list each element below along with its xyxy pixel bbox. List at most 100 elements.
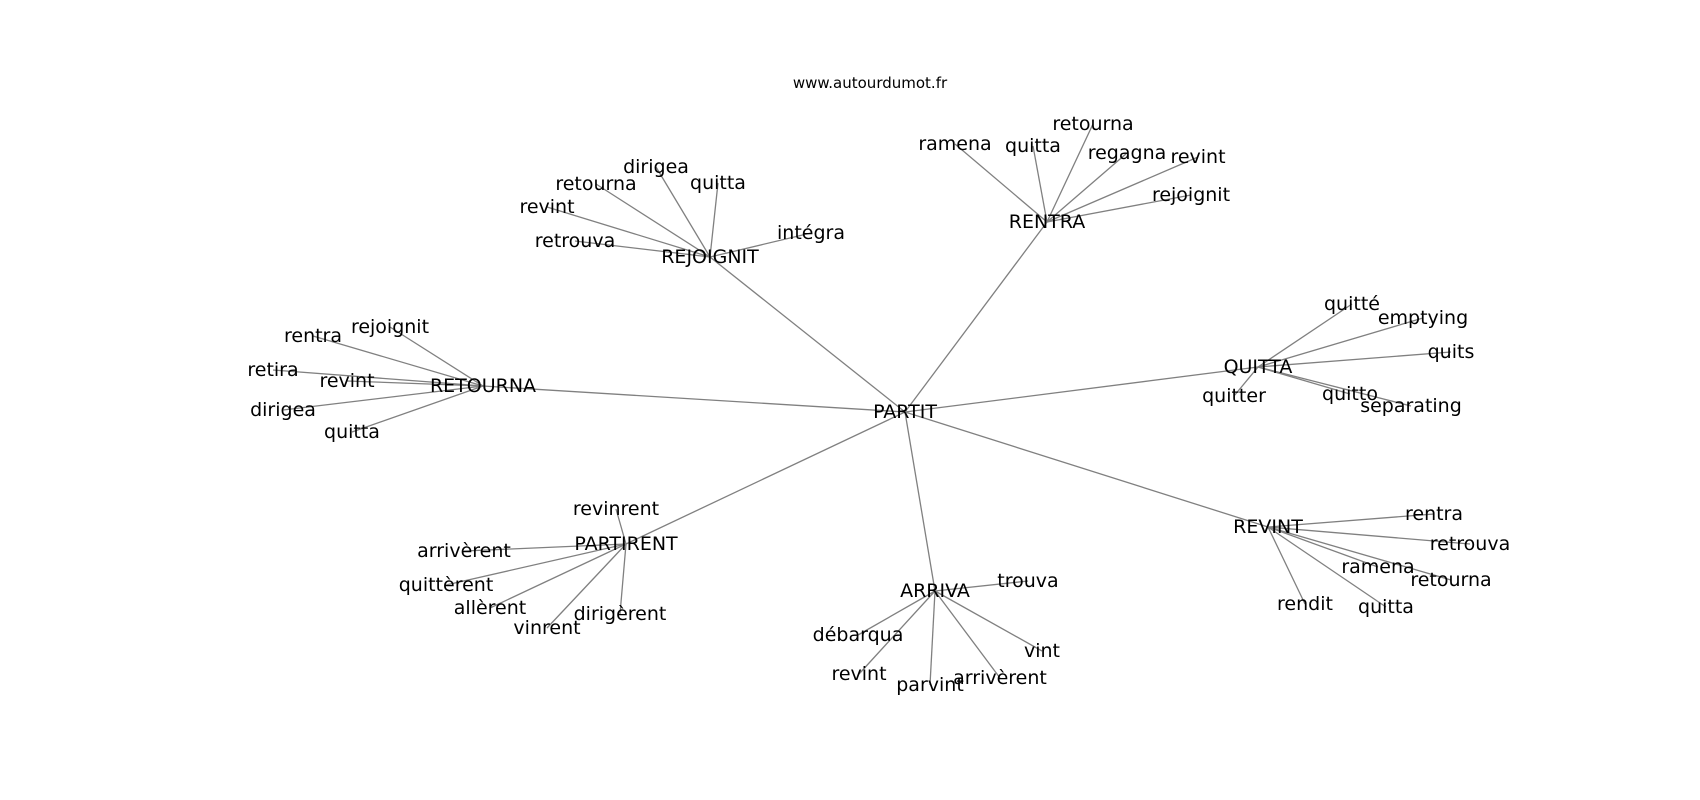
edge-hub-to-leaf bbox=[857, 590, 936, 636]
edge-hub-to-leaf bbox=[546, 543, 627, 629]
leaf-node[interactable]: trouva bbox=[997, 570, 1058, 592]
hub-node[interactable]: PARTIRENT bbox=[574, 533, 678, 555]
edge-hub-to-leaf bbox=[934, 580, 1029, 592]
leaf-node[interactable]: débarqua bbox=[813, 624, 904, 646]
edge-hub-to-leaf bbox=[489, 543, 627, 609]
leaf-node[interactable]: quitta bbox=[690, 172, 746, 194]
leaf-node[interactable]: quits bbox=[1428, 341, 1475, 363]
edge-hub-to-leaf bbox=[546, 206, 711, 258]
source-url: www.autourdumot.fr bbox=[793, 74, 948, 92]
leaf-node[interactable]: quittèrent bbox=[399, 574, 494, 596]
leaf-node[interactable]: ramena bbox=[1341, 556, 1414, 578]
edge-hub-to-leaf bbox=[1257, 317, 1424, 368]
leaf-node[interactable]: revint bbox=[319, 370, 374, 392]
edge-hub-to-leaf bbox=[1267, 513, 1435, 528]
edge-hub-to-leaf bbox=[1046, 194, 1192, 223]
leaf-node[interactable]: retira bbox=[247, 359, 298, 381]
leaf-node[interactable]: separating bbox=[1360, 395, 1462, 417]
edge-hub-to-leaf bbox=[1046, 156, 1199, 223]
edge-hub-to-leaf bbox=[1267, 526, 1452, 581]
leaf-node[interactable]: quitta bbox=[1358, 596, 1414, 618]
leaf-node[interactable]: regagna bbox=[1088, 142, 1167, 164]
edge-hub-to-leaf bbox=[655, 166, 711, 258]
edge-hub-to-leaf bbox=[954, 143, 1048, 223]
edge-hub-to-leaf bbox=[709, 232, 812, 258]
edge-hub-to-leaf bbox=[1046, 123, 1094, 223]
leaf-node[interactable]: arrivèrent bbox=[953, 667, 1047, 689]
leaf-node[interactable]: revint bbox=[831, 663, 886, 685]
graph-edges bbox=[272, 123, 1471, 686]
edge-center-to-hub bbox=[904, 366, 1259, 413]
edge-hub-to-leaf bbox=[389, 326, 484, 387]
hub-node[interactable]: RENTRA bbox=[1009, 211, 1085, 233]
edge-center-to-hub bbox=[709, 256, 906, 413]
leaf-node[interactable]: quitta bbox=[324, 421, 380, 443]
leaf-node[interactable]: allèrent bbox=[454, 597, 526, 619]
leaf-node[interactable]: retourna bbox=[1052, 113, 1133, 135]
edge-hub-to-leaf bbox=[858, 590, 936, 675]
edge-hub-to-leaf bbox=[272, 369, 484, 387]
edge-hub-to-leaf bbox=[619, 543, 627, 615]
center-node[interactable]: PARTIT bbox=[873, 401, 937, 423]
leaf-node[interactable]: quitto bbox=[1322, 383, 1378, 405]
edge-hub-to-leaf bbox=[346, 380, 484, 387]
leaf-node[interactable]: revinrent bbox=[573, 498, 659, 520]
edge-hub-to-leaf bbox=[574, 240, 711, 258]
hub-node[interactable]: QUITTA bbox=[1224, 356, 1293, 378]
edge-hub-to-leaf bbox=[1257, 366, 1412, 407]
edge-hub-to-leaf bbox=[463, 543, 627, 552]
hub-node[interactable]: ARRIVA bbox=[900, 580, 970, 602]
leaf-node[interactable]: quitter bbox=[1202, 385, 1266, 407]
edge-hub-to-leaf bbox=[709, 182, 719, 258]
leaf-node[interactable]: dirigea bbox=[623, 156, 689, 178]
leaf-node[interactable]: vint bbox=[1024, 640, 1060, 662]
leaf-node[interactable]: emptying bbox=[1378, 307, 1468, 329]
hub-node[interactable]: REJOIGNIT bbox=[661, 246, 759, 268]
hub-node[interactable]: REVINT bbox=[1233, 516, 1303, 538]
edge-center-to-hub bbox=[904, 221, 1048, 413]
leaf-node[interactable]: retourna bbox=[1410, 569, 1491, 591]
edge-hub-to-leaf bbox=[1267, 526, 1379, 568]
edge-hub-to-leaf bbox=[929, 590, 936, 686]
edge-center-to-hub bbox=[482, 385, 906, 413]
leaf-node[interactable]: quitta bbox=[1005, 135, 1061, 157]
leaf-node[interactable]: vinrent bbox=[513, 617, 580, 639]
edge-hub-to-leaf bbox=[351, 385, 484, 433]
leaf-node[interactable]: quitté bbox=[1324, 293, 1380, 315]
leaf-node[interactable]: rejoignit bbox=[1152, 184, 1230, 206]
hub-node[interactable]: RETOURNA bbox=[430, 375, 536, 397]
edge-center-to-hub bbox=[904, 411, 936, 592]
edge-hub-to-leaf bbox=[1267, 526, 1387, 608]
edge-hub-to-leaf bbox=[934, 590, 1001, 679]
edge-center-to-hub bbox=[904, 411, 1269, 528]
edge-hub-to-leaf bbox=[1032, 145, 1048, 223]
edge-hub-to-leaf bbox=[1267, 526, 1306, 605]
leaf-node[interactable]: intégra bbox=[777, 222, 845, 244]
leaf-node[interactable]: parvint bbox=[896, 674, 964, 696]
edge-hub-to-leaf bbox=[1257, 351, 1452, 368]
leaf-node[interactable]: rendit bbox=[1277, 593, 1333, 615]
leaf-node[interactable]: rejoignit bbox=[351, 316, 429, 338]
edge-hub-to-leaf bbox=[1257, 303, 1353, 368]
edge-hub-to-leaf bbox=[445, 543, 627, 586]
edge-hub-to-leaf bbox=[1233, 366, 1259, 397]
leaf-node[interactable]: revint bbox=[519, 196, 574, 218]
edge-hub-to-leaf bbox=[312, 335, 484, 387]
leaf-node[interactable]: rentra bbox=[1405, 503, 1463, 525]
leaf-node[interactable]: retrouva bbox=[535, 230, 615, 252]
edge-hub-to-leaf bbox=[595, 183, 711, 258]
leaf-node[interactable]: arrivèrent bbox=[417, 540, 511, 562]
leaf-node[interactable]: retourna bbox=[555, 173, 636, 195]
leaf-node[interactable]: rentra bbox=[284, 325, 342, 347]
leaf-node[interactable]: dirigèrent bbox=[574, 603, 667, 625]
edge-hub-to-leaf bbox=[1267, 526, 1471, 545]
leaf-node[interactable]: ramena bbox=[918, 133, 991, 155]
edge-center-to-hub bbox=[625, 411, 906, 545]
leaf-node[interactable]: dirigea bbox=[250, 399, 316, 421]
leaf-node[interactable]: retrouva bbox=[1430, 533, 1510, 555]
leaf-node[interactable]: revint bbox=[1170, 146, 1225, 168]
edge-hub-to-leaf bbox=[934, 590, 1043, 652]
edge-hub-to-leaf bbox=[282, 385, 484, 411]
